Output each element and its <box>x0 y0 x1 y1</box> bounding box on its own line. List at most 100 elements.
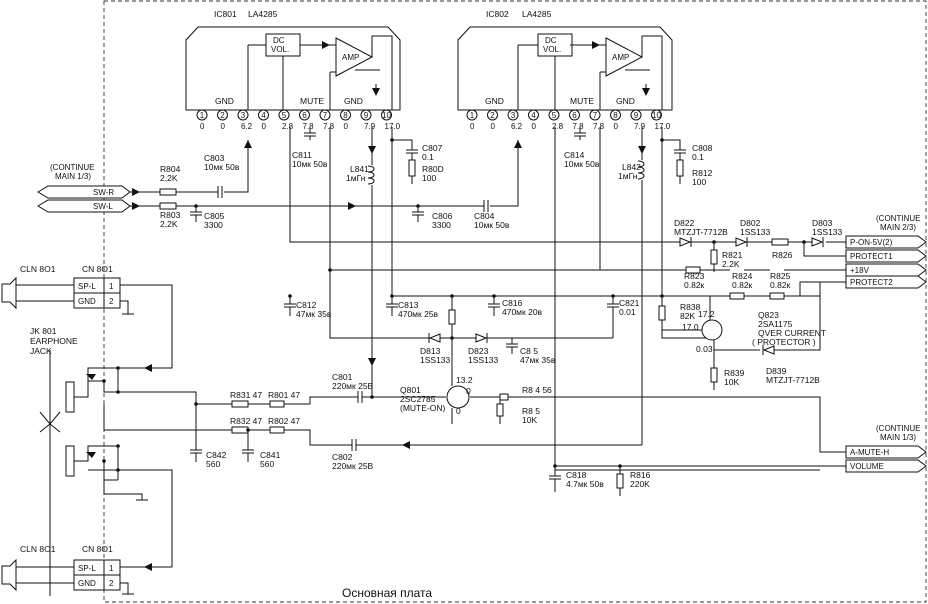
c802-value: 220мк 25В <box>332 461 374 471</box>
d802-value: 1SS133 <box>740 227 771 237</box>
c803-value: 10мк 50в <box>204 162 240 172</box>
r821-body <box>710 249 718 265</box>
ic-pin-circle <box>507 109 519 121</box>
q801-value: 2SC2785 <box>400 394 436 404</box>
protect1-connector <box>845 249 927 263</box>
cn801-bottom-pin1n: 1 <box>109 564 114 573</box>
protect2-label: PROTECT2 <box>850 278 893 287</box>
volume-connector <box>845 459 927 473</box>
ic801-gnd-right: GND <box>344 96 363 106</box>
r838-label: R838 <box>680 302 701 312</box>
ic-pin-voltage: 6.2 <box>241 122 253 131</box>
ic-pin-voltage: 17.0 <box>385 122 401 131</box>
c802-label: C802 <box>332 452 353 462</box>
r-q801-base-body <box>448 309 456 325</box>
ic801: IC801 LA4285 DC VOL. AMP GND MUTE GND 10… <box>185 9 401 131</box>
speaker-connector-top: CLN 8O1 CN 8O1 SP-L 1 GND 2 <box>1 264 173 372</box>
ic-pin-circle <box>610 109 621 121</box>
board-outline <box>103 0 927 603</box>
protect2-connector <box>845 275 927 289</box>
right-output-connector: (CONTINUE MAIN 2/3) P-ON-5V(2) PROTECT1 … <box>549 214 927 496</box>
ic801-ref: IC801 <box>214 9 237 19</box>
r831-body <box>231 400 249 408</box>
r812-body <box>676 159 684 177</box>
ic-output-wiring <box>289 127 820 471</box>
r816-label: R816 <box>630 470 651 480</box>
c808-value: 0.1 <box>692 152 704 162</box>
ic-pin-number: 3 <box>241 111 246 120</box>
input-wiring <box>130 140 522 222</box>
middle-wiring <box>284 294 619 354</box>
q801-symbol <box>446 385 470 409</box>
r838-value: 82K <box>680 311 695 321</box>
ic-pin-voltage: 7.8 <box>593 122 605 131</box>
ic-pin-circle <box>487 109 498 121</box>
continue-main-1-line2: MAIN 1/3) <box>55 172 91 181</box>
ic-pin-number: 3 <box>511 111 516 120</box>
l842-value: 1мГн <box>618 171 638 181</box>
ic801-amp-triangle <box>335 37 374 77</box>
cn801-bottom-label: CN 8O1 <box>82 544 113 554</box>
sw-r-label: SW-R <box>93 188 114 197</box>
ic-pin-circle <box>630 109 642 121</box>
output-wiring <box>103 391 642 462</box>
ic-pin-number: 6 <box>302 111 307 120</box>
sw-l-label: SW-L <box>93 202 113 211</box>
ic-pin-circle <box>196 109 208 121</box>
c842-value: 560 <box>206 459 220 469</box>
p-on-label: P-ON-5V(2) <box>850 238 893 247</box>
d839-value: MTZJT-7712B <box>766 375 820 385</box>
r84-body <box>499 393 509 401</box>
c811-label: C811 <box>292 150 312 160</box>
d823-value: 1SS133 <box>468 355 499 365</box>
volume-label: VOLUME <box>850 462 884 471</box>
ic-pin-number: 9 <box>634 111 639 120</box>
r85-label: R8 5 <box>522 406 540 416</box>
l841-label: L841 <box>350 164 369 174</box>
r803-value: 2,2K <box>160 219 178 229</box>
jack-ref: JK 801 <box>30 326 57 336</box>
component-labels: R804 2,2K R803 2,2K C803 10мк 50в C805 3… <box>160 143 843 489</box>
r80d-value: 100 <box>422 173 436 183</box>
r801-body <box>269 400 285 408</box>
a-mute-connector <box>845 445 927 459</box>
ic-pin-circle <box>319 109 331 121</box>
d813-label: D813 <box>420 346 441 356</box>
continue-main-1-line1: (CONTINUE <box>50 163 94 172</box>
ic-pin-number: 8 <box>343 111 348 120</box>
ic-pin-number: 5 <box>552 111 557 120</box>
ic-internal-wiring <box>247 35 663 110</box>
p-on-connector <box>845 235 927 249</box>
q801-label: Q801 <box>400 385 421 395</box>
continue-main-1b-line2: MAIN 1/3) <box>880 433 916 442</box>
r832-body <box>231 426 249 434</box>
c842-label: C842 <box>206 450 227 460</box>
ic-pin-number: 7 <box>593 111 598 120</box>
c821-label: C821 <box>619 298 640 308</box>
r831-label: R831 47 <box>230 390 262 400</box>
protect1-label: PROTECT1 <box>850 252 893 261</box>
q801-base-v: 0 <box>466 386 471 396</box>
c814-label: C814 <box>564 150 585 160</box>
board-label: Основная плата <box>342 586 432 600</box>
plus18v-connector <box>845 263 927 277</box>
c808-label: C808 <box>692 143 713 153</box>
q801-collector-v: 13.2 <box>456 375 473 385</box>
l842-label: L842 <box>622 162 641 172</box>
c821-value: 0.01 <box>619 307 636 317</box>
ic-pin-circle <box>258 109 269 121</box>
ic-pin-number: 5 <box>282 111 287 120</box>
c841-label: C841 <box>260 450 281 460</box>
sw-l-connector <box>37 199 131 213</box>
speaker-connector-bottom: CLN 8O1 CN 8O1 SP-L 1 GND 2 <box>1 469 173 595</box>
ic-pin-number: 8 <box>613 111 618 120</box>
ic-pin-voltage: 2.8 <box>282 122 294 131</box>
jack-line1: EARPHONE <box>30 336 78 346</box>
ic-pin-circle <box>651 109 662 121</box>
a-mute-label: A-MUTE-H <box>850 448 889 457</box>
c805-value: 3300 <box>204 220 223 230</box>
r823-body <box>685 266 701 274</box>
d823-label: D823 <box>468 346 489 356</box>
continue-main-1b-line1: (CONTINUE <box>876 424 920 433</box>
r825-value: 0.82к <box>770 280 791 290</box>
